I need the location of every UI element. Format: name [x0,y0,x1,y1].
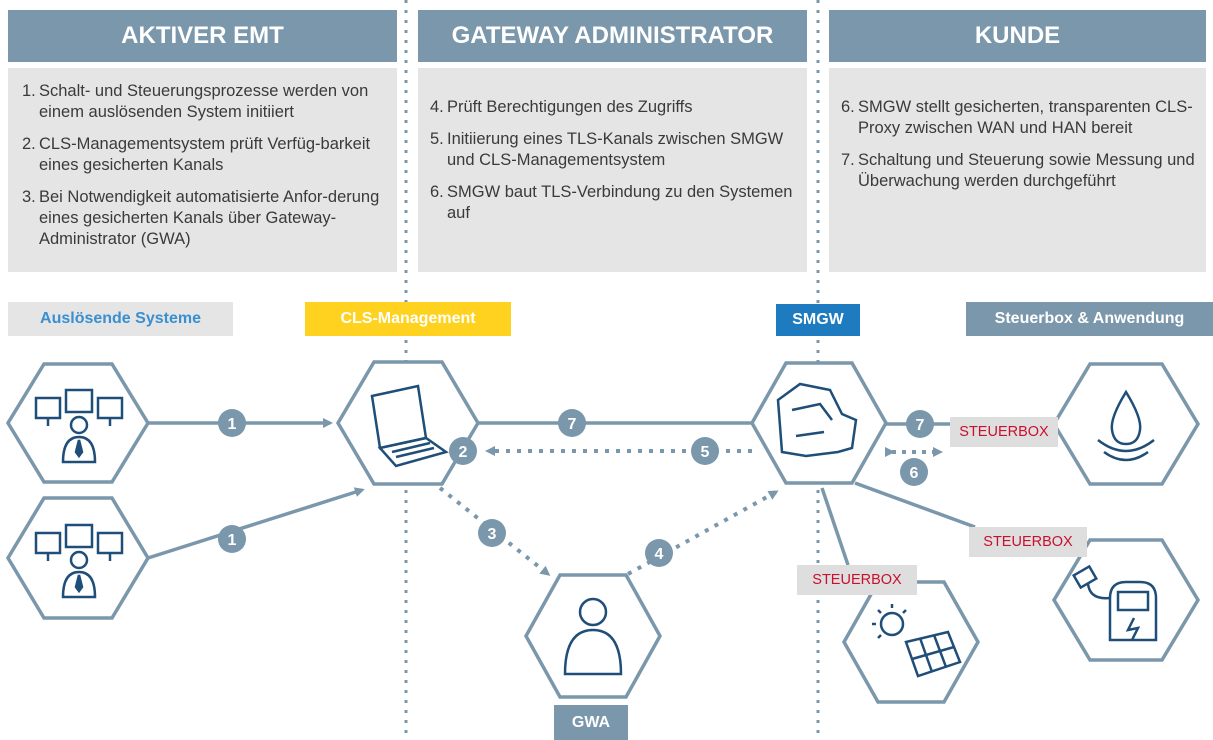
header-gateway-administrator: GATEWAY ADMINISTRATOR [418,10,807,62]
step-item: 2.CLS-Managementsystem prüft Verfüg-bark… [22,135,371,174]
panel-aktiver-emt: 1.Schalt- und Steuerungsprozesse werden … [8,68,397,272]
step-item: 4.Prüft Berechtigungen des Zugriffs [430,98,693,116]
label-steuerbox-anwendung: Steuerbox & Anwendung [966,302,1213,336]
step-1-top-label: 1 [228,416,237,433]
hex-smgw [749,361,889,485]
ev-charger-icon [1071,564,1158,642]
hex-ev [1051,538,1201,662]
step-item: 7.Schaltung und Steuerung sowie Messung … [841,151,1195,190]
hex-cls [335,360,481,486]
label-gwa: GWA [554,705,628,740]
solar-panel-icon [872,604,962,678]
hex-water [1051,362,1201,486]
step-5-circle [691,437,719,465]
steuerbox-tag-water: STEUERBOX [950,417,1058,447]
step-1-top-circle [218,409,246,437]
label-smgw: SMGW [776,304,860,336]
step-item: 5.Initiierung eines TLS-Kanals zwischen … [430,130,784,169]
monitors-user-icon [34,388,124,464]
steuerbox-tag-ev: STEUERBOX [969,527,1087,557]
step-4-circle [645,539,673,567]
water-drop-icon [1097,389,1155,462]
panel-kunde: 6.SMGW stellt gesicherten, transparenten… [829,68,1206,272]
step-item: 1.Schalt- und Steuerungsprozesse werden … [22,82,369,121]
header-aktiver-emt: AKTIVER EMT [8,10,397,62]
step-item: 3.Bei Notwendigkeit automatisierte Anfor… [22,188,380,248]
connector-1-bottom [147,487,365,560]
step-7b-circle [906,410,934,438]
laptop-icon [370,384,449,468]
gwa-user-icon [563,597,623,676]
steuerbox-tag-solar: STEUERBOX [797,565,917,595]
step-circles [218,409,934,567]
connector-smgw-ev [854,481,976,529]
step-item: 6.SMGW stellt gesicherten, transparenten… [841,98,1193,137]
connector-smgw-solar [820,487,850,566]
step-2-circle [449,437,477,465]
step-7a-circle [558,409,586,437]
step-5-label: 5 [701,444,710,461]
step-7b-label: 7 [916,417,925,434]
monitors-user-icon [34,523,124,599]
step-7a-label: 7 [568,416,577,433]
header-kunde: KUNDE [829,10,1206,62]
step-6-label: 6 [910,465,919,482]
step-3-circle [478,519,506,547]
label-ausloesende-systeme: Auslösende Systeme [8,302,233,336]
step-item: 6.SMGW baut TLS-Verbindung zu den System… [430,183,793,222]
step-4-label: 4 [655,546,664,563]
hex-gwa [523,573,663,699]
label-cls-management: CLS-Management [305,302,511,336]
panel-gateway-administrator: 4.Prüft Berechtigungen des Zugriffs 5.In… [418,68,807,272]
step-1-bottom-circle [218,525,246,553]
smgw-device-icon [776,382,858,458]
step-1-bottom-label: 1 [228,532,237,549]
step-2-label: 2 [459,444,468,461]
step-6-circle [900,458,928,486]
step-3-label: 3 [488,526,497,543]
